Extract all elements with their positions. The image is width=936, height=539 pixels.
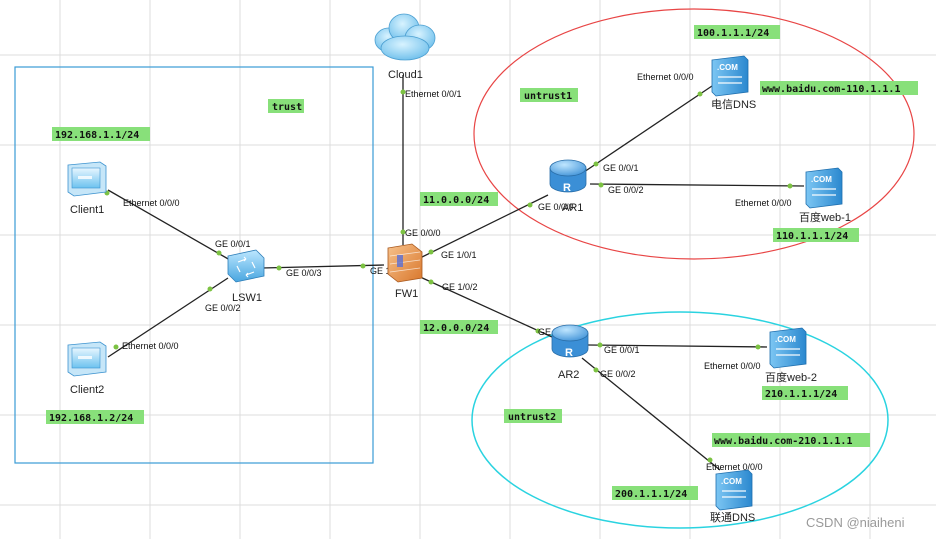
device-label: AR2 [558,369,579,381]
trust-zone-box[interactable] [14,66,374,464]
svg-text:110.1.1.1/24: 110.1.1.1/24 [776,231,848,242]
port-label: GE 0/0/3 [286,268,322,278]
port-label: GE 1/0/2 [442,282,478,292]
zone-label-trust: trust [268,99,304,113]
port-label: Ethernet 0/0/0 [704,361,761,371]
tag-dns1-record: www.baidu.com-110.1.1.1 [760,81,918,95]
svg-text:R: R [565,347,573,359]
svg-text:.COM: .COM [721,477,742,486]
device-label: 百度web-1 [799,210,851,224]
tag-dns1-ip: 100.1.1.1/24 [694,25,780,39]
port-label: GE 0/0/2 [608,185,644,195]
link-ar1-web1 [589,183,805,187]
svg-text:210.1.1.1/24: 210.1.1.1/24 [765,389,837,400]
svg-text:12.0.0.0/24: 12.0.0.0/24 [423,323,489,334]
device-label: FW1 [395,288,418,300]
device-liantong-dns[interactable]: .COM 联通DNS [710,469,755,524]
port-label: Ethernet 0/0/0 [123,198,180,208]
svg-text:11.0.0.0/24: 11.0.0.0/24 [423,195,489,206]
svg-text:.COM: .COM [811,175,832,184]
tag-net-12: 12.0.0.0/24 [420,320,498,334]
device-ar1[interactable]: R AR1 [549,159,587,214]
link-fw-ar2 [417,275,553,338]
links [107,75,805,471]
device-cloud1[interactable]: Cloud1 [374,13,436,81]
device-label: 电信DNS [711,98,756,111]
port-dots [104,89,793,463]
svg-text:untrust1: untrust1 [524,91,572,102]
svg-text:200.1.1.1/24: 200.1.1.1/24 [615,489,687,500]
svg-text:www.baidu.com-110.1.1.1: www.baidu.com-110.1.1.1 [762,83,900,95]
server-icon: .COM [715,469,753,511]
port-label: Ethernet 0/0/0 [735,198,792,208]
port-label: GE 0/0/2 [600,369,636,379]
svg-text:R: R [563,182,571,194]
svg-text:192.168.1.2/24: 192.168.1.2/24 [49,413,133,424]
device-client2[interactable]: Client2 [67,341,107,396]
firewall-icon [387,243,423,283]
link-ar2-web2 [587,344,768,348]
port-label: GE 0/0/1 [603,163,639,173]
device-fw1[interactable]: FW1 [387,243,423,300]
svg-text:www.baidu.com-210.1.1.1: www.baidu.com-210.1.1.1 [714,435,852,447]
port-label: GE 0/0/1 [604,345,640,355]
svg-text:untrust2: untrust2 [508,412,556,423]
device-label: 百度web-2 [765,370,817,384]
untrust2-zone-ellipse[interactable] [471,311,889,529]
svg-text:192.168.1.1/24: 192.168.1.1/24 [55,130,139,141]
link-fw-ar1 [419,194,549,259]
port-label: GE 0/0/2 [205,303,241,313]
device-ar2[interactable]: R AR2 [551,324,589,381]
port-label: Ethernet 0/0/0 [706,462,763,472]
link-ar1-dns1 [583,85,713,173]
device-label: Client2 [70,384,104,396]
tag-client1-ip: 192.168.1.1/24 [52,127,150,141]
device-label: 联通DNS [710,511,755,524]
link-ar2-dns2 [581,357,721,471]
port-label: Ethernet 0/0/1 [405,89,462,99]
server-icon: .COM [711,55,749,97]
untrust1-zone-ellipse[interactable] [473,8,915,260]
router-icon: R [549,159,587,194]
device-label: AR1 [562,202,583,214]
device-lsw1[interactable]: LSW1 [227,249,265,304]
device-dianxin-dns[interactable]: .COM 电信DNS [711,55,756,111]
device-label: LSW1 [232,292,262,304]
server-icon: .COM [769,327,807,369]
device-client1[interactable]: Client1 [67,161,107,216]
device-label: Cloud1 [388,69,423,81]
pc-icon [67,161,107,197]
router-icon: R [551,324,589,359]
cloud-icon [374,13,436,61]
link-client1-lsw [107,189,231,261]
tag-client2-ip: 192.168.1.2/24 [46,410,144,424]
zone-label-untrust1: untrust1 [520,88,578,102]
pc-icon [67,341,107,377]
port-label: GE 0/0/1 [215,239,251,249]
port-label: GE 1/0/1 [441,250,477,260]
tag-web1-ip: 110.1.1.1/24 [773,228,859,242]
link-client2-lsw [107,277,229,358]
port-label: GE 0/0/0 [405,228,441,238]
watermark: CSDN @niaiheni [806,515,905,530]
port-label: Ethernet 0/0/0 [122,341,179,351]
svg-text:.COM: .COM [717,63,738,72]
svg-text:trust: trust [272,102,302,113]
device-baidu-web2[interactable]: .COM 百度web-2 [765,327,817,384]
svg-text:100.1.1.1/24: 100.1.1.1/24 [697,28,769,39]
tag-dns2-ip: 200.1.1.1/24 [612,486,698,500]
svg-text:.COM: .COM [775,335,796,344]
zone-label-untrust2: untrust2 [504,409,562,423]
tag-web2-ip: 210.1.1.1/24 [762,386,848,400]
device-label: Client1 [70,204,104,216]
port-label: Ethernet 0/0/0 [637,72,694,82]
tag-net-11: 11.0.0.0/24 [420,192,498,206]
switch-icon [227,249,265,283]
server-icon: .COM [805,167,843,209]
port-label: GE 0/0/0 [538,202,574,212]
device-baidu-web1[interactable]: .COM 百度web-1 [799,167,851,224]
tag-dns2-record: www.baidu.com-210.1.1.1 [712,433,870,447]
